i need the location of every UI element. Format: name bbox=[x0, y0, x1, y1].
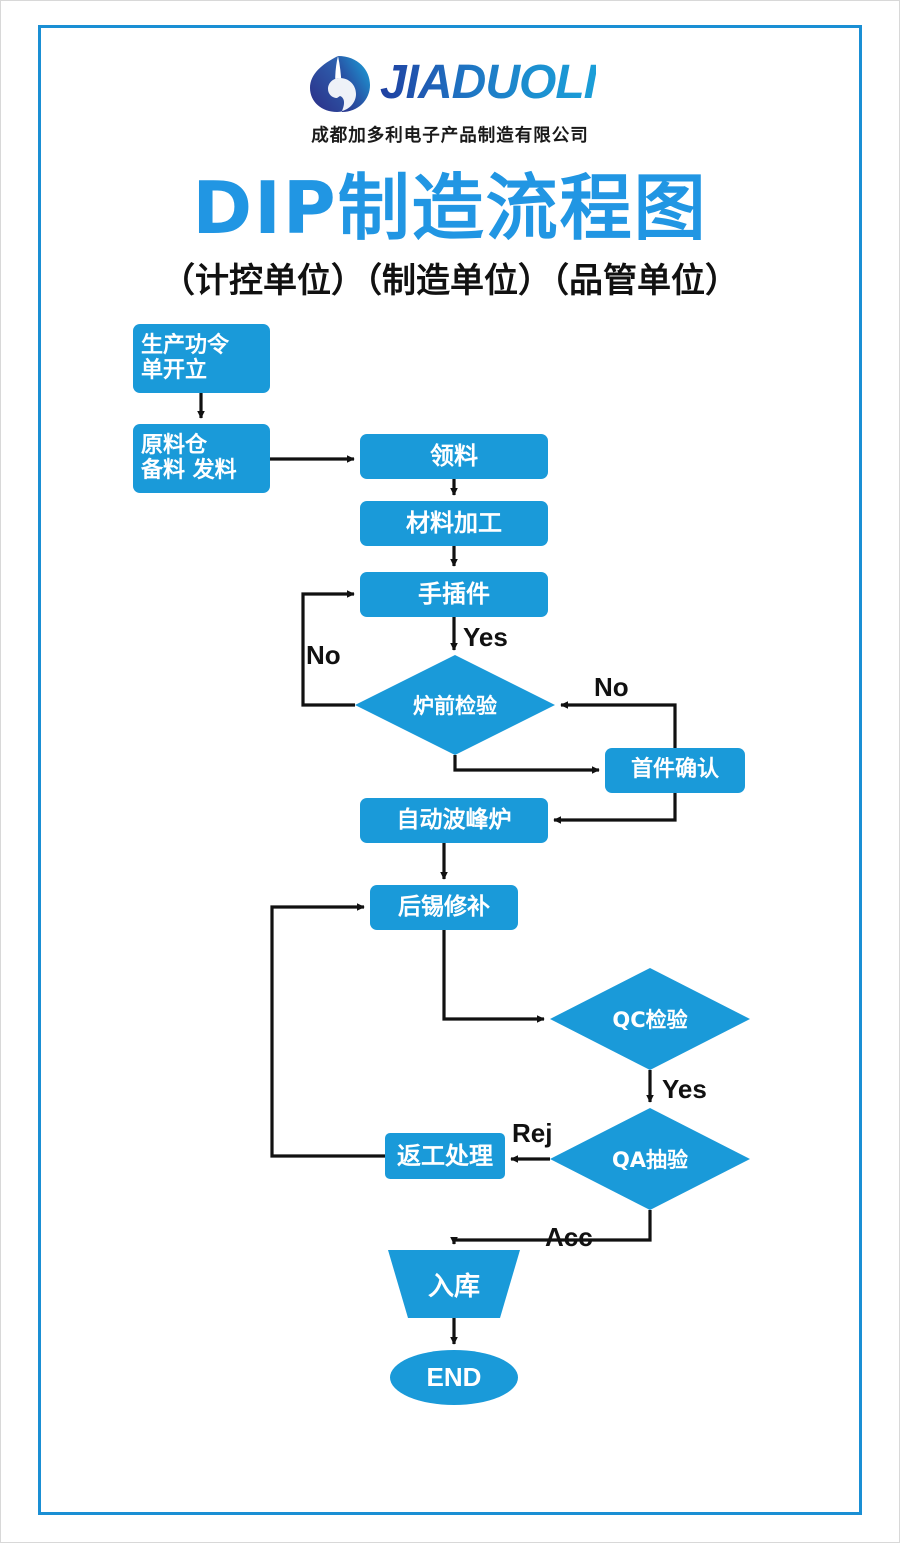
edge-label-acc-qa: Acc bbox=[545, 1222, 593, 1252]
edge-label-no-pre-furnace-loop: No bbox=[306, 640, 341, 670]
trapezoid-shape bbox=[388, 1250, 520, 1318]
diamond-shape bbox=[355, 655, 555, 755]
page-subtitle: （计控单位）（制造单位）（品管单位） bbox=[161, 261, 739, 301]
jiaduoli-droplet-logo-icon bbox=[304, 52, 376, 114]
company-name: 成都加多利电子产品制造有限公司 bbox=[311, 126, 589, 146]
flow-node-pick-material[interactable]: 领料 bbox=[360, 434, 548, 479]
flow-node-label: 手插件 bbox=[418, 580, 490, 609]
flow-node-label: 生产功令 单开立 bbox=[141, 332, 230, 383]
flow-node-label: 材料加工 bbox=[406, 509, 502, 538]
flow-node-rework[interactable]: 返工处理 bbox=[385, 1133, 505, 1179]
flow-node-label: 自动波峰炉 bbox=[396, 806, 512, 833]
flow-node-label: 返工处理 bbox=[397, 1141, 493, 1170]
flow-node-label: 首件确认 bbox=[630, 757, 719, 783]
edge-label-yes-pre-furnace: Yes bbox=[463, 622, 508, 652]
flow-node-label: 原料仓 备料 发料 bbox=[141, 432, 237, 483]
flow-node-label: QA抽验 bbox=[611, 1148, 689, 1172]
flow-node-warehouse-in[interactable]: 入库 bbox=[388, 1250, 520, 1318]
logo-wordmark: JIADUOLI bbox=[379, 56, 597, 109]
poster-blue-frame bbox=[38, 25, 862, 1515]
diamond-shape bbox=[550, 1108, 750, 1210]
flow-node-end[interactable]: END bbox=[390, 1350, 518, 1405]
flow-node-post-solder-repair[interactable]: 后锡修补 bbox=[370, 885, 518, 930]
flow-node-hand-insertion[interactable]: 手插件 bbox=[360, 572, 548, 617]
diamond-shape bbox=[550, 968, 750, 1070]
flow-node-label: 后锡修补 bbox=[398, 893, 490, 920]
flow-node-label: END bbox=[426, 1362, 482, 1392]
flow-node-label: 领料 bbox=[430, 442, 478, 471]
edge-label-rej-qa: Rej bbox=[512, 1118, 553, 1148]
flow-node-material-warehouse[interactable]: 原料仓 备料 发料 bbox=[133, 424, 270, 493]
flow-node-label: QC检验 bbox=[612, 1008, 688, 1032]
flow-node-qc-inspection[interactable]: QC检验 bbox=[550, 968, 750, 1070]
company-logo-block: JIADUOLI 成都加多利电子产品制造有限公司 bbox=[0, 52, 900, 147]
edge-label-no-first-article: No bbox=[594, 672, 629, 702]
flow-node-qa-sampling[interactable]: QA抽验 bbox=[550, 1108, 750, 1210]
logo-row: JIADUOLI bbox=[304, 52, 597, 114]
flow-node-first-article-confirm[interactable]: 首件确认 bbox=[605, 748, 745, 793]
edge-label-yes-qc: Yes bbox=[662, 1074, 707, 1104]
flow-node-label: 炉前检验 bbox=[413, 694, 497, 718]
flow-node-label: 入库 bbox=[427, 1271, 480, 1302]
flow-node-auto-wave-solder[interactable]: 自动波峰炉 bbox=[360, 798, 548, 843]
flow-node-production-order[interactable]: 生产功令 单开立 bbox=[133, 324, 270, 393]
flow-node-material-processing[interactable]: 材料加工 bbox=[360, 501, 548, 546]
flow-node-pre-furnace-inspection[interactable]: 炉前检验 bbox=[355, 655, 555, 755]
page-title: DIP制造流程图 bbox=[192, 166, 708, 250]
